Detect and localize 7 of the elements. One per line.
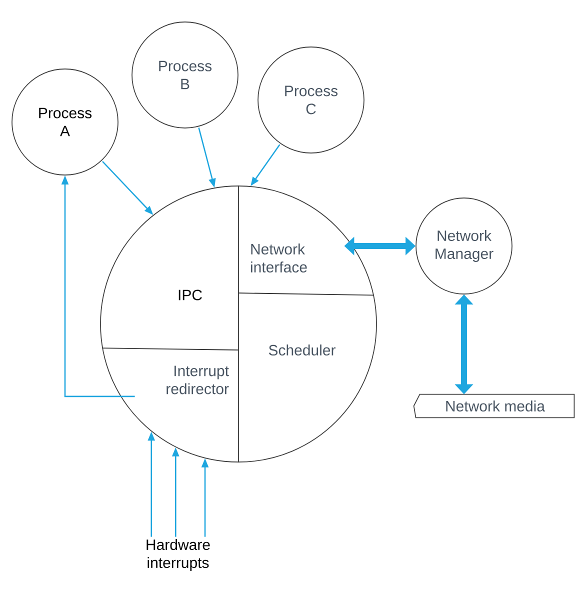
quadrant-label: Scheduler [268,344,336,356]
quadrant-label: Network interface [251,244,307,272]
media-banner: Network media [413,394,575,418]
quadrant-label: IPC [178,290,202,300]
quadrant-label: Interrupt redirector [166,366,229,394]
kernel-circle [100,185,377,463]
caption-text: Hardware interrupts [146,539,210,571]
